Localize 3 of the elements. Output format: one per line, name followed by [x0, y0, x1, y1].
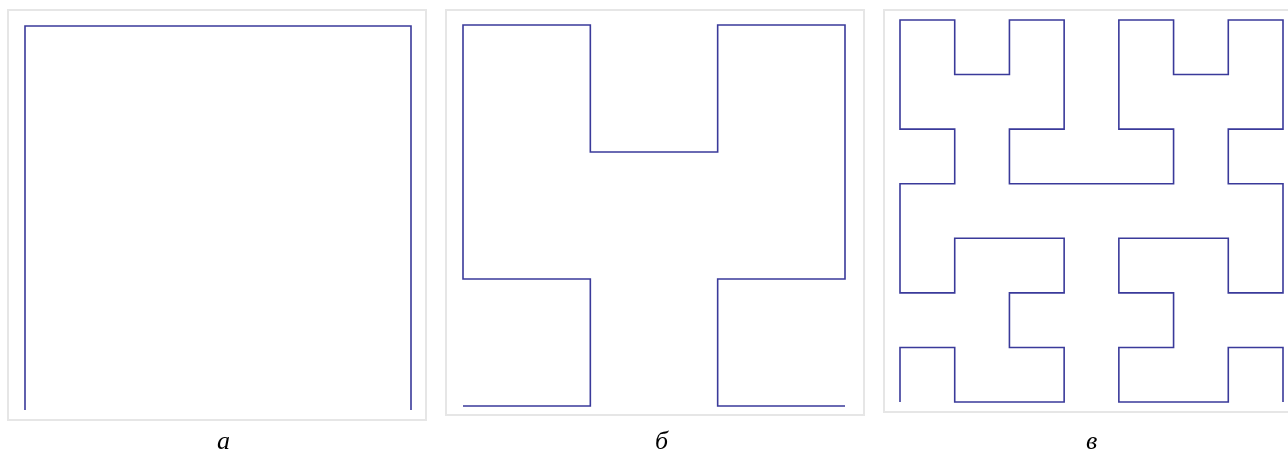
panel-label: б — [655, 426, 669, 456]
panel-label: а — [217, 426, 230, 456]
panel-label: в — [1086, 426, 1098, 456]
